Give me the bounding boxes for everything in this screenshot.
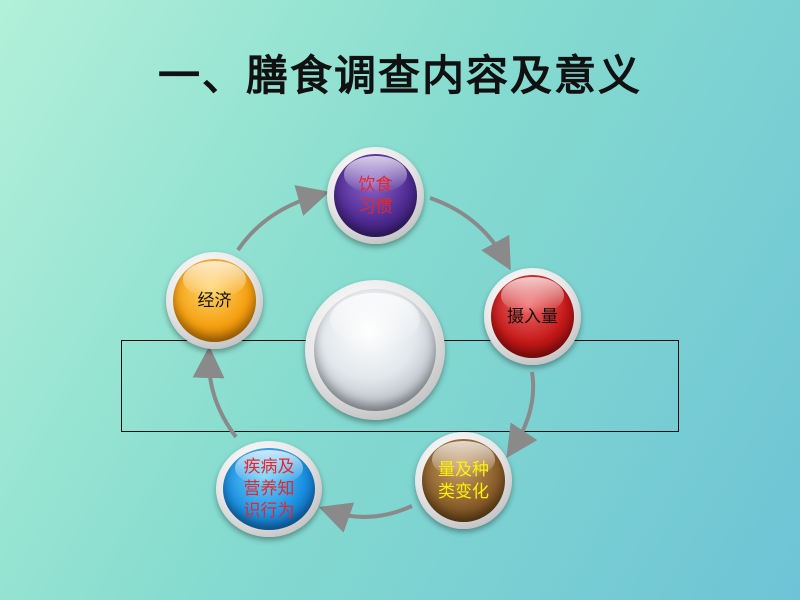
arrow-jingji-to-yinshi	[236, 185, 330, 252]
arrow-yinshi-to-sheru	[429, 196, 511, 271]
node-label: 饮食 习惯	[358, 174, 393, 217]
node-eating-habits[interactable]: 饮食 习惯	[327, 147, 424, 244]
node-economy[interactable]: 经济	[166, 252, 263, 349]
arrow-jibing-to-jingji	[192, 346, 238, 439]
node-quantity-variety-change[interactable]: 量及种 类变化	[415, 432, 512, 529]
node-intake-amount[interactable]: 摄入量	[484, 268, 581, 365]
node-label: 摄入量	[507, 306, 558, 327]
node-label: 量及种 类变化	[438, 459, 489, 502]
node-label: 疾病及 营养知 识行为	[243, 457, 295, 521]
arrow-sheru-to-liangji	[506, 371, 538, 459]
arrow-liangji-to-jibing	[318, 502, 413, 533]
node-disease-nutrition-knowledge[interactable]: 疾病及 营养知 识行为	[216, 441, 322, 537]
slide-title: 一、膳食调查内容及意义	[157, 51, 642, 100]
center-orb[interactable]	[305, 280, 445, 420]
node-label: 经济	[197, 290, 232, 311]
